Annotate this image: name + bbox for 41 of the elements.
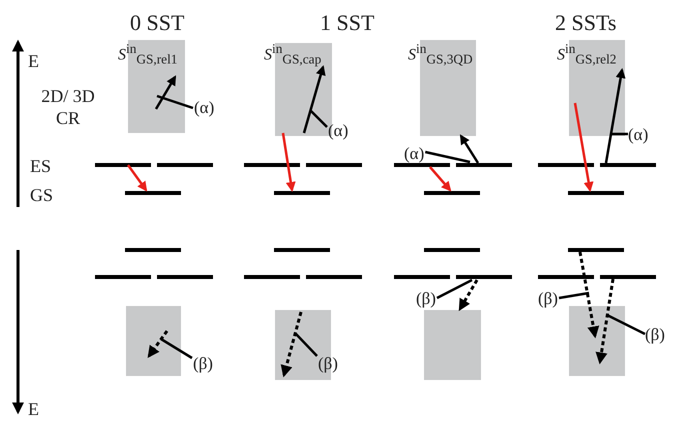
panel-heading: 1 SST	[320, 12, 374, 34]
process-label: (β)	[318, 355, 338, 372]
axis-label: E	[28, 400, 39, 418]
process-label: (β)	[538, 290, 558, 307]
process-label: (α)	[194, 99, 214, 116]
panel-heading: 2 SSTs	[555, 12, 616, 34]
arrow	[458, 279, 478, 312]
leader-line	[424, 150, 470, 164]
arrow	[148, 330, 168, 358]
axis-label: E	[28, 52, 39, 70]
leader-line	[295, 333, 318, 357]
arrow	[126, 164, 148, 192]
process-label: (β)	[645, 326, 665, 343]
level-label: GS	[30, 186, 54, 204]
leader-line	[606, 314, 646, 336]
band-box	[424, 310, 481, 380]
leader-line	[436, 278, 473, 300]
arrow	[596, 278, 614, 364]
arrow	[604, 68, 626, 164]
arrow	[282, 132, 296, 192]
process-label: (α)	[328, 122, 348, 139]
process-label: (β)	[416, 290, 436, 307]
leader-line	[558, 292, 590, 300]
arrow	[154, 75, 176, 110]
band-box	[126, 306, 181, 376]
band-label: 2D/ 3D CR	[40, 86, 96, 130]
process-label: (α)	[628, 126, 648, 143]
band-box	[569, 306, 625, 376]
process-label: (β)	[193, 355, 213, 372]
arrow	[578, 252, 600, 338]
arrow	[429, 166, 452, 192]
band-box	[128, 40, 185, 133]
process-label: (α)	[404, 145, 424, 162]
arrow	[574, 102, 594, 192]
leader-line	[310, 110, 328, 128]
arrow	[280, 312, 302, 378]
leader-line	[612, 132, 628, 136]
arrow	[460, 134, 480, 164]
panel-heading: 0 SST	[130, 12, 184, 34]
arrow	[302, 65, 326, 134]
level-label: ES	[30, 157, 52, 175]
